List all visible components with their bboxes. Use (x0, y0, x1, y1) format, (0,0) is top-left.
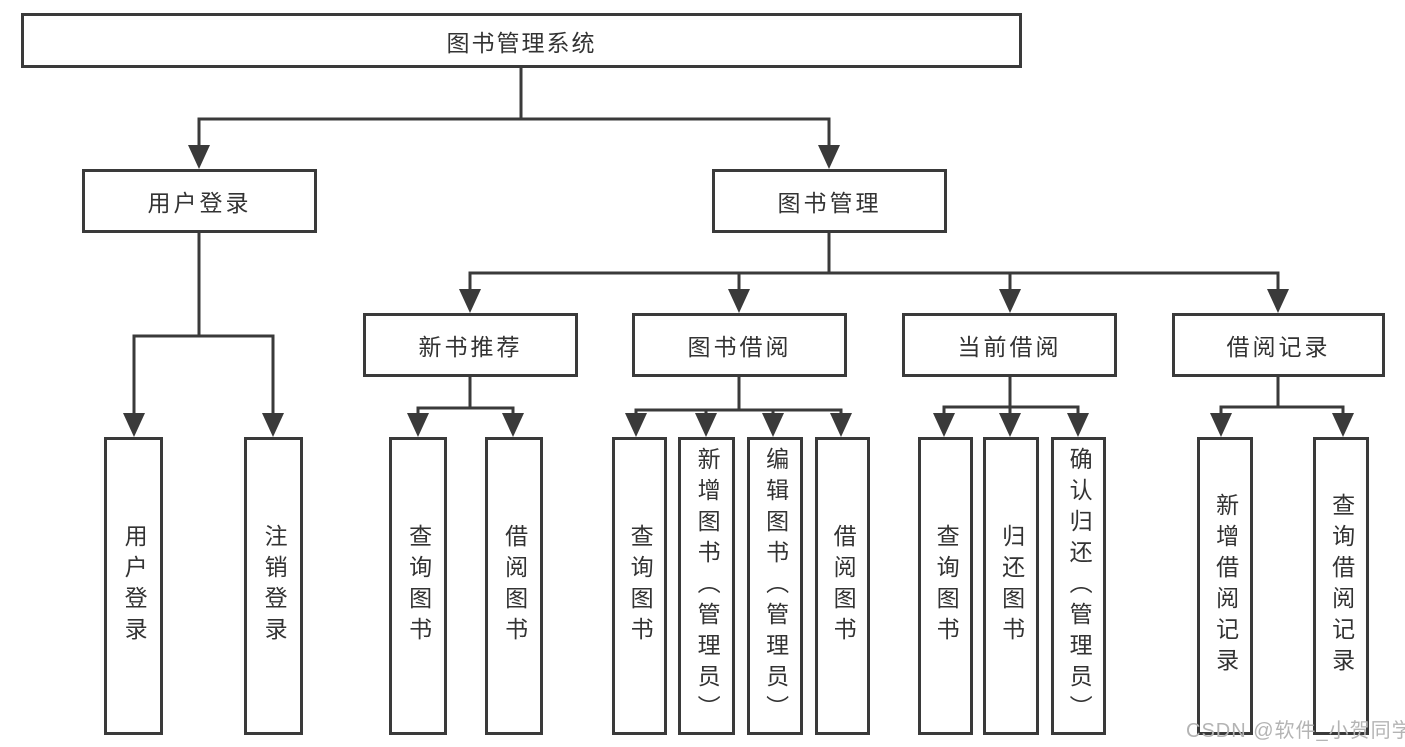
arrowheads (123, 145, 1354, 437)
leaf-current-return: 归还图书 (983, 437, 1039, 735)
node-borrow-record-label: 借阅记录 (1226, 334, 1331, 360)
node-current-borrow-label: 当前借阅 (957, 334, 1062, 360)
node-user-login-branch: 用户登录 (82, 169, 317, 233)
leaf-newbook-query: 查询图书 (389, 437, 447, 735)
node-book-management-branch: 图书管理 (712, 169, 947, 233)
node-borrow-record: 借阅记录 (1172, 313, 1385, 377)
leaf-newbook-borrow: 借阅图书 (485, 437, 543, 735)
leaf-logout: 注销登录 (244, 437, 303, 735)
leaf-current-query: 查询图书 (918, 437, 973, 735)
leaf-borrow-query: 查询图书 (612, 437, 667, 735)
node-new-book-recommend-label: 新书推荐 (418, 334, 523, 360)
csdn-watermark: CSDN @软件_小贺同学 (1186, 720, 1405, 742)
leaf-borrow-borrow: 借阅图书 (815, 437, 870, 735)
node-current-borrow: 当前借阅 (902, 313, 1117, 377)
node-user-login-branch-label: 用户登录 (147, 190, 252, 216)
node-book-borrow: 图书借阅 (632, 313, 847, 377)
node-new-book-recommend: 新书推荐 (363, 313, 578, 377)
node-book-borrow-label: 图书借阅 (687, 334, 792, 360)
leaf-borrow-add-admin: 新增图书（管理员） (678, 437, 735, 735)
leaf-record-query: 查询借阅记录 (1313, 437, 1369, 735)
node-root: 图书管理系统 (21, 13, 1022, 68)
leaf-borrow-edit-admin: 编辑图书（管理员） (747, 437, 803, 735)
leaf-record-add: 新增借阅记录 (1197, 437, 1253, 735)
leaf-user-login: 用户登录 (104, 437, 163, 735)
node-root-label: 图书管理系统 (446, 29, 597, 56)
leaf-current-confirm-admin: 确认归还（管理员） (1051, 437, 1106, 735)
node-book-management-branch-label: 图书管理 (777, 190, 882, 216)
